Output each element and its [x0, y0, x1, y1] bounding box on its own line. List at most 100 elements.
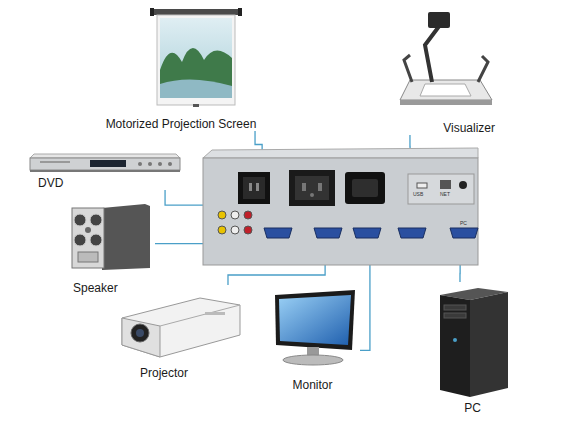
control-box-illustration-part [417, 183, 427, 188]
pc-tower-illustration-part [470, 292, 508, 397]
pc-node: PC [435, 282, 510, 415]
control-box-illustration [203, 148, 478, 265]
dvd-player-illustration-part [30, 170, 180, 172]
visualizer-illustration [400, 12, 492, 105]
control-box-illustration-part [398, 228, 426, 238]
device-label: Motorized Projection Screen [106, 117, 257, 131]
control-box-illustration-part [345, 172, 385, 204]
cable-connector [360, 265, 370, 350]
monitor-illustration-part [283, 355, 343, 365]
speaker-illustration-part [102, 204, 150, 270]
control-box-illustration-part [295, 176, 329, 200]
projection-screen-illustration-part [238, 8, 242, 16]
dvd-player-illustration [30, 154, 180, 172]
cable-connector [228, 265, 325, 285]
control-box-illustration-part [249, 183, 252, 191]
control-box-illustration-part [302, 183, 306, 191]
control-box-illustration-part [218, 211, 226, 219]
control-box-illustration-part [244, 226, 252, 234]
speaker-illustration-part [78, 252, 98, 262]
control-box-illustration-part [203, 158, 478, 265]
device-label: Visualizer [443, 121, 495, 135]
control-box-illustration-part [203, 148, 478, 158]
device-label: DVD [38, 176, 63, 190]
pc-tower-illustration [440, 288, 508, 397]
speaker-illustration-part [74, 234, 86, 246]
monitor-node: Monitor [265, 288, 360, 392]
control-box-illustration-part [353, 228, 381, 238]
projector-illustration-part [122, 318, 160, 357]
control-box-illustration-part [314, 228, 342, 238]
control-box-illustration-part [459, 181, 467, 189]
speaker-node: Speaker [65, 200, 155, 295]
control-box-illustration-part [450, 228, 478, 238]
control-box-illustration-part [243, 177, 265, 199]
device-label: PC [464, 401, 481, 415]
visualizer-illustration-part [404, 55, 412, 82]
port-label: NET [440, 191, 450, 197]
dvd-player-illustration-part [40, 161, 70, 163]
dvd-player-illustration-part [158, 162, 162, 166]
control-box-illustration-part [244, 211, 252, 219]
speaker-illustration-part [90, 214, 102, 226]
dvd-player-illustration-part [138, 162, 142, 166]
dvd-player-illustration-part [168, 162, 172, 166]
control-box-illustration-part [264, 228, 292, 238]
projection-screen-illustration-part [193, 104, 199, 107]
dvd-node: DVD [28, 145, 182, 190]
control-box-illustration-part [256, 183, 259, 191]
projection-screen-illustration-part [160, 79, 232, 98]
projector-node: Projector [110, 285, 245, 380]
visualizer-illustration-part [400, 80, 492, 100]
projection-screen-illustration-part [152, 9, 240, 15]
speaker-illustration-part [90, 234, 102, 246]
projector-illustration-part [136, 329, 144, 337]
pc-tower-illustration-part [444, 313, 466, 318]
visualizer-illustration-part [428, 12, 450, 28]
control-box: USBNETPC [203, 158, 478, 265]
monitor-illustration [275, 290, 355, 365]
dvd-player-illustration-part [30, 154, 180, 158]
speaker-illustration-part [85, 227, 91, 233]
visualizer-illustration-part [400, 100, 492, 105]
speaker-illustration-part [72, 208, 104, 268]
cable-connector [459, 265, 460, 282]
dvd-player-illustration-part [148, 162, 152, 166]
speaker-illustration-part [74, 214, 86, 226]
cable-connector [165, 190, 203, 205]
device-label: Projector [140, 366, 188, 380]
projection-screen-illustration-part [150, 8, 154, 16]
device-label: Monitor [292, 378, 332, 392]
visualizer-illustration-part [425, 25, 440, 82]
visualizer-illustration-part [420, 84, 471, 96]
control-box-illustration-part [231, 226, 239, 234]
dvd-player-illustration-part [90, 160, 126, 167]
monitor-illustration-part [275, 290, 355, 350]
cable-connector [155, 243, 203, 244]
control-box-illustration-part [218, 226, 226, 234]
projector-illustration [122, 298, 240, 357]
projector-illustration-part [131, 324, 149, 342]
projection-screen-illustration-part [157, 15, 235, 105]
control-box-illustration-part [231, 211, 239, 219]
monitor-illustration-part [279, 295, 351, 345]
visualizer-node: Visualizer [395, 5, 505, 135]
control-box-illustration-part [289, 170, 335, 206]
projector-illustration-part [160, 305, 240, 326]
device-label: Speaker [73, 281, 118, 295]
control-box-illustration-part [318, 183, 322, 191]
speaker-illustration [72, 204, 150, 270]
control-box-illustration-part [440, 180, 451, 189]
control-box-illustration-part [352, 179, 378, 197]
visualizer-illustration-part [478, 56, 488, 82]
dvd-player-illustration-part [30, 158, 180, 170]
port-label: PC [460, 220, 467, 226]
pc-tower-illustration-part [444, 305, 466, 310]
screen-node: Motorized Projection Screen [100, 5, 262, 131]
control-box-illustration-part [310, 193, 314, 197]
projector-illustration-part [205, 312, 225, 315]
projection-screen-illustration-part [160, 48, 232, 98]
